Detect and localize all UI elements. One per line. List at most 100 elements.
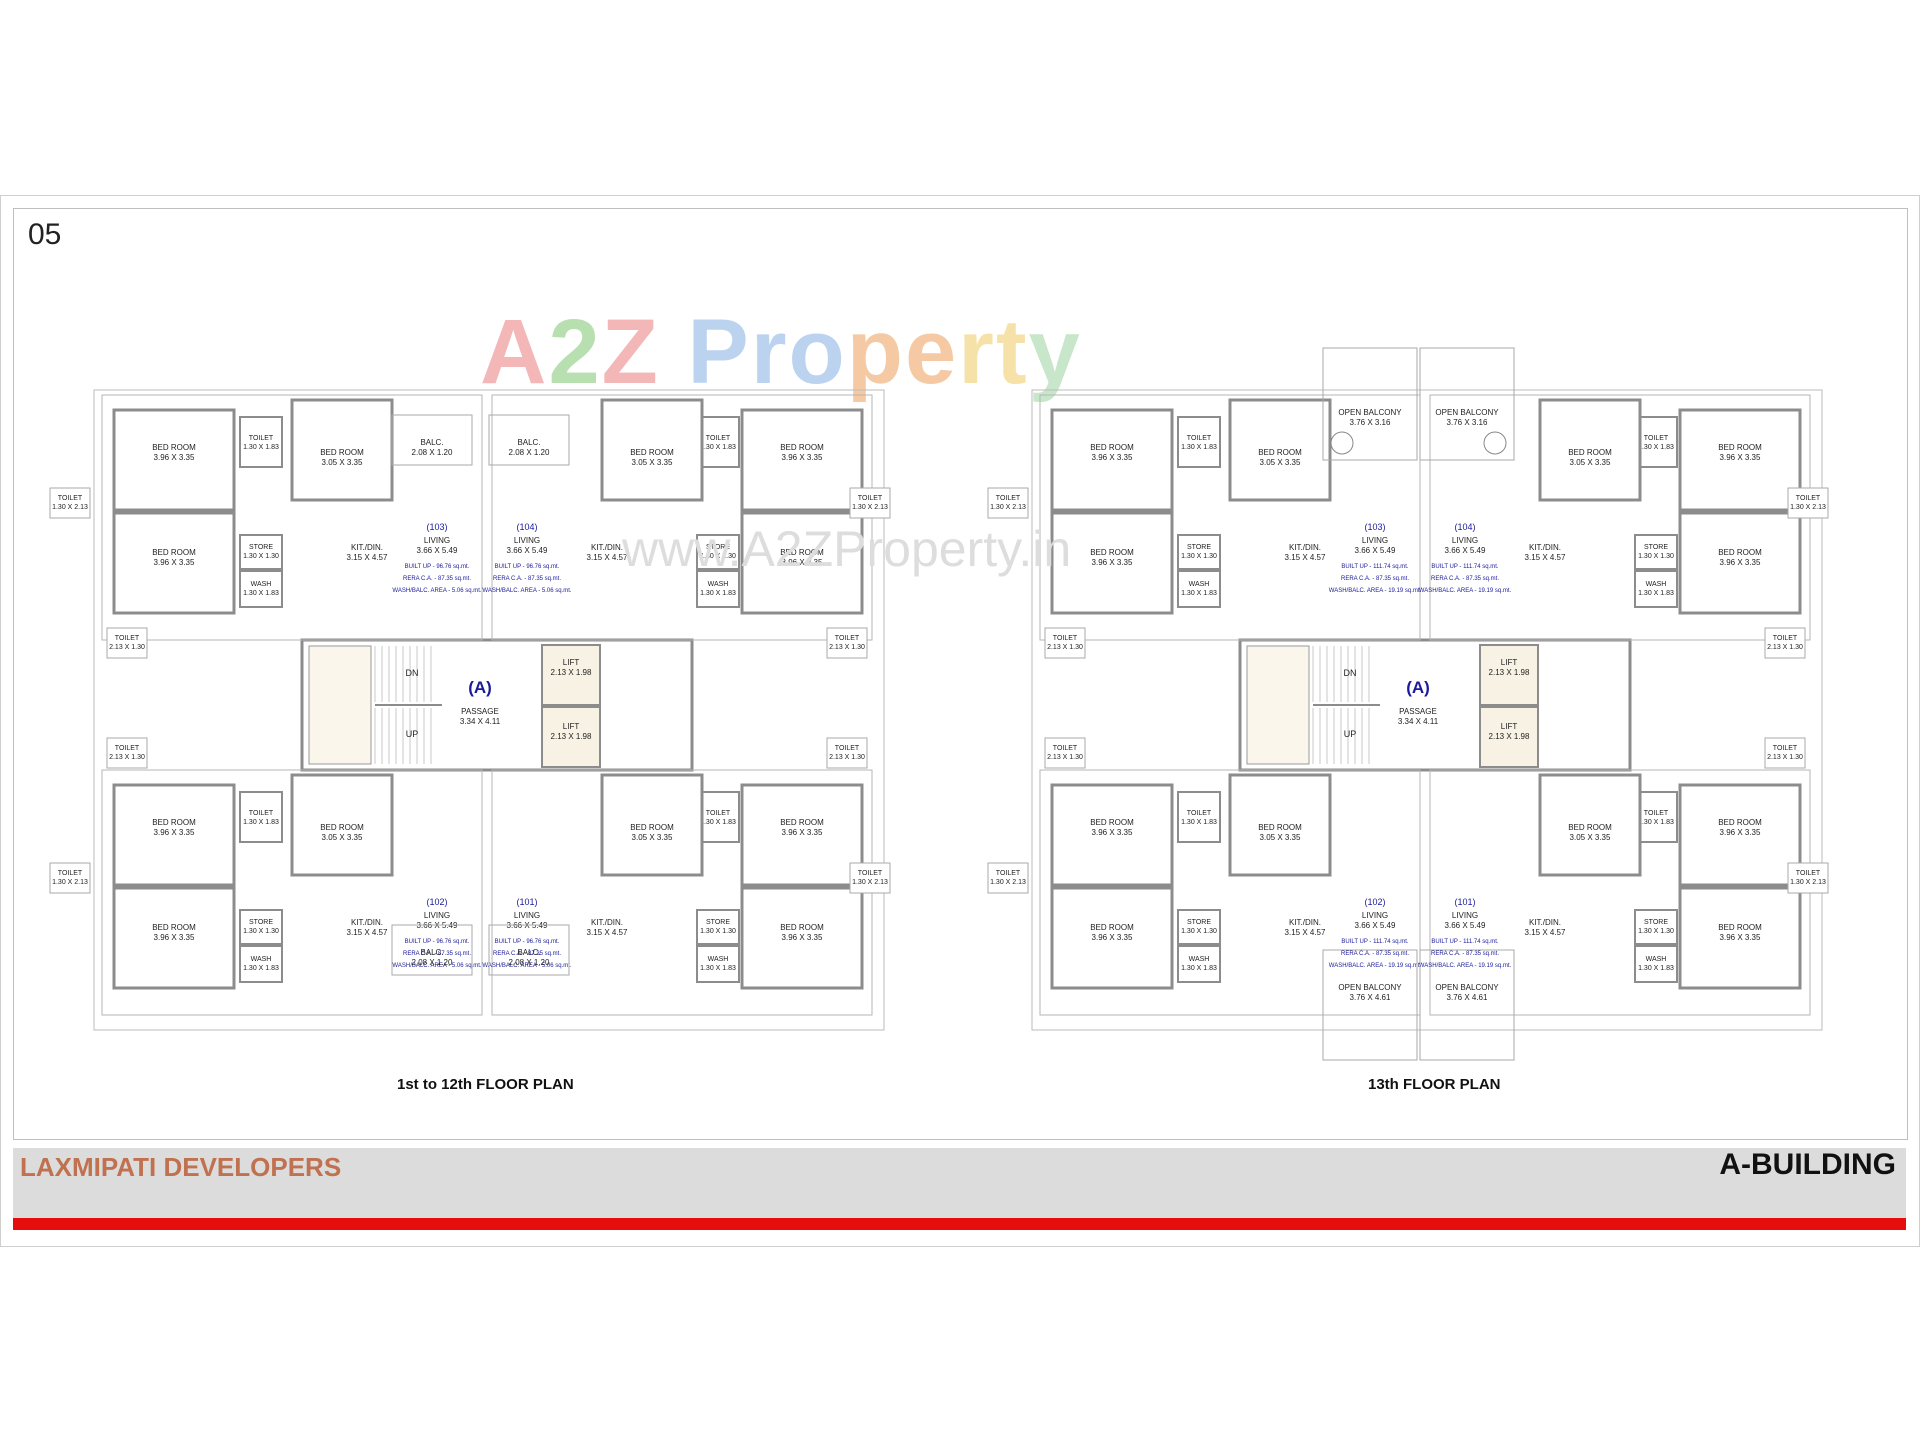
rera-area: RERA C.A. - 87.35 sq.mt. [403,951,471,957]
wash-balc-area: WASH/BALC. AREA - 5.06 sq.mt. [392,588,481,594]
kitchen-label: KIT./DIN. [591,918,623,927]
lift-shaft-1 [1479,644,1539,706]
kitchen-label: KIT./DIN. [351,543,383,552]
kitchen-size: 3.15 X 4.57 [587,553,628,562]
side-toilet-1-label: TOILET [58,495,83,502]
rera-area: RERA C.A. - 87.35 sq.mt. [1431,951,1499,957]
side-toilet-walls [987,487,1029,519]
bed-room-a-label: BED ROOM [1090,818,1134,827]
living-size: 3.66 X 5.49 [1355,546,1396,555]
unit-number: (102) [426,897,447,907]
wash-label: WASH [1646,956,1667,963]
living-size: 3.66 X 5.49 [507,546,548,555]
side-toilet-walls [49,862,91,894]
built-up-area: BUILT UP - 111.74 sq.mt. [1431,939,1498,945]
stair-landing [308,645,372,765]
bed-room-a2-walls [1050,886,1174,990]
living-label: LIVING [1362,536,1388,545]
side-toilet-1-size: 1.30 X 2.13 [52,504,88,511]
balcony-2-size: 2.08 X 1.20 [509,448,550,457]
toilet-walls [696,416,740,468]
side-toilet-walls [1764,627,1806,659]
bed-room-b-walls [290,398,394,502]
lift-2-size: 2.13 X 1.98 [1489,732,1530,741]
store-size: 1.30 X 1.30 [700,553,736,560]
bed-room-a2-label: BED ROOM [780,548,824,557]
wash-size: 1.30 X 1.83 [243,590,279,597]
side-toilet-walls [987,862,1029,894]
bed-room-a-walls [1050,408,1174,512]
lift-2-size: 2.13 X 1.98 [551,732,592,741]
wash-walls [696,570,740,608]
wash-balc-area: WASH/BALC. AREA - 5.06 sq.mt. [482,588,571,594]
balcony-4-size: 2.08 X 1.20 [509,958,550,967]
unit-boundary [101,769,483,1016]
bed-room-b-walls [1228,398,1332,502]
toilet-size: 1.30 X 1.83 [1181,819,1217,826]
wash-label: WASH [251,581,272,588]
wash-size: 1.30 X 1.83 [700,965,736,972]
bed-room-a2-size: 3.96 X 3.35 [1092,933,1133,942]
side-toilet-6-label: TOILET [1773,635,1798,642]
toilet-size: 1.30 X 1.83 [243,444,279,451]
toilet-size: 1.30 X 1.83 [243,819,279,826]
block-label: (A) [468,678,492,697]
side-toilet-8-size: 2.13 X 1.30 [1767,754,1803,761]
side-toilet-3-size: 1.30 X 2.13 [52,879,88,886]
kitchen-label: KIT./DIN. [351,918,383,927]
built-up-area: BUILT UP - 96.76 sq.mt. [495,939,560,945]
bed-room-b-label: BED ROOM [1258,448,1302,457]
living-size: 3.66 X 5.49 [1445,546,1486,555]
side-toilet-8-label: TOILET [835,745,860,752]
living-size: 3.66 X 5.49 [1355,921,1396,930]
watermark-url: www.A2ZProperty.in [622,521,1072,577]
bed-room-a2-label: BED ROOM [1090,548,1134,557]
store-size: 1.30 X 1.30 [243,928,279,935]
bed-room-b-label: BED ROOM [320,823,364,832]
bed-room-b-size: 3.05 X 3.35 [322,833,363,842]
store-walls [1634,909,1678,945]
side-toilet-5-size: 2.13 X 1.30 [109,644,145,651]
unit-number: (101) [1454,897,1475,907]
bed-room-b-size: 3.05 X 3.35 [1260,833,1301,842]
side-toilet-walls [826,627,868,659]
bed-room-a2-label: BED ROOM [152,923,196,932]
wash-size: 1.30 X 1.83 [1181,965,1217,972]
kitchen-label: KIT./DIN. [1529,918,1561,927]
balcony-3-size: 2.08 X 1.20 [412,958,453,967]
wash-label: WASH [1646,581,1667,588]
side-toilet-walls [1764,737,1806,769]
bed-room-b-size: 3.05 X 3.35 [632,833,673,842]
open-balcony-walls [1419,347,1515,461]
toilet-label: TOILET [249,810,274,817]
kitchen-label: KIT./DIN. [1289,918,1321,927]
toilet-size: 1.30 X 1.83 [700,444,736,451]
wash-size: 1.30 X 1.83 [1181,590,1217,597]
bed-room-a2-walls [1678,511,1802,615]
toilet-size: 1.30 X 1.83 [1181,444,1217,451]
bed-room-a-walls [740,783,864,887]
side-toilet-walls [826,737,868,769]
bed-room-a-label: BED ROOM [1718,443,1762,452]
bed-room-b-walls [1538,398,1642,502]
living-label: LIVING [424,911,450,920]
bed-room-b-size: 3.05 X 3.35 [1260,458,1301,467]
kitchen-label: KIT./DIN. [591,543,623,552]
wash-balc-area: WASH/BALC. AREA - 19.19 sq.mt. [1419,588,1512,594]
bed-room-a-size: 3.96 X 3.35 [782,453,823,462]
bed-room-a-size: 3.96 X 3.35 [1720,453,1761,462]
side-toilet-walls [1044,627,1086,659]
side-toilet-7-size: 2.13 X 1.30 [1047,754,1083,761]
bed-room-a2-walls [740,511,864,615]
kitchen-size: 3.15 X 4.57 [1525,553,1566,562]
side-toilet-4-size: 1.30 X 2.13 [1790,879,1826,886]
side-toilet-walls [1787,862,1829,894]
unit-number: (103) [1364,522,1385,532]
wash-walls [1177,945,1221,983]
stair-up-label: UP [406,729,419,739]
side-toilet-6-label: TOILET [835,635,860,642]
store-size: 1.30 X 1.30 [1638,928,1674,935]
stair-dn-label: DN [406,668,419,678]
